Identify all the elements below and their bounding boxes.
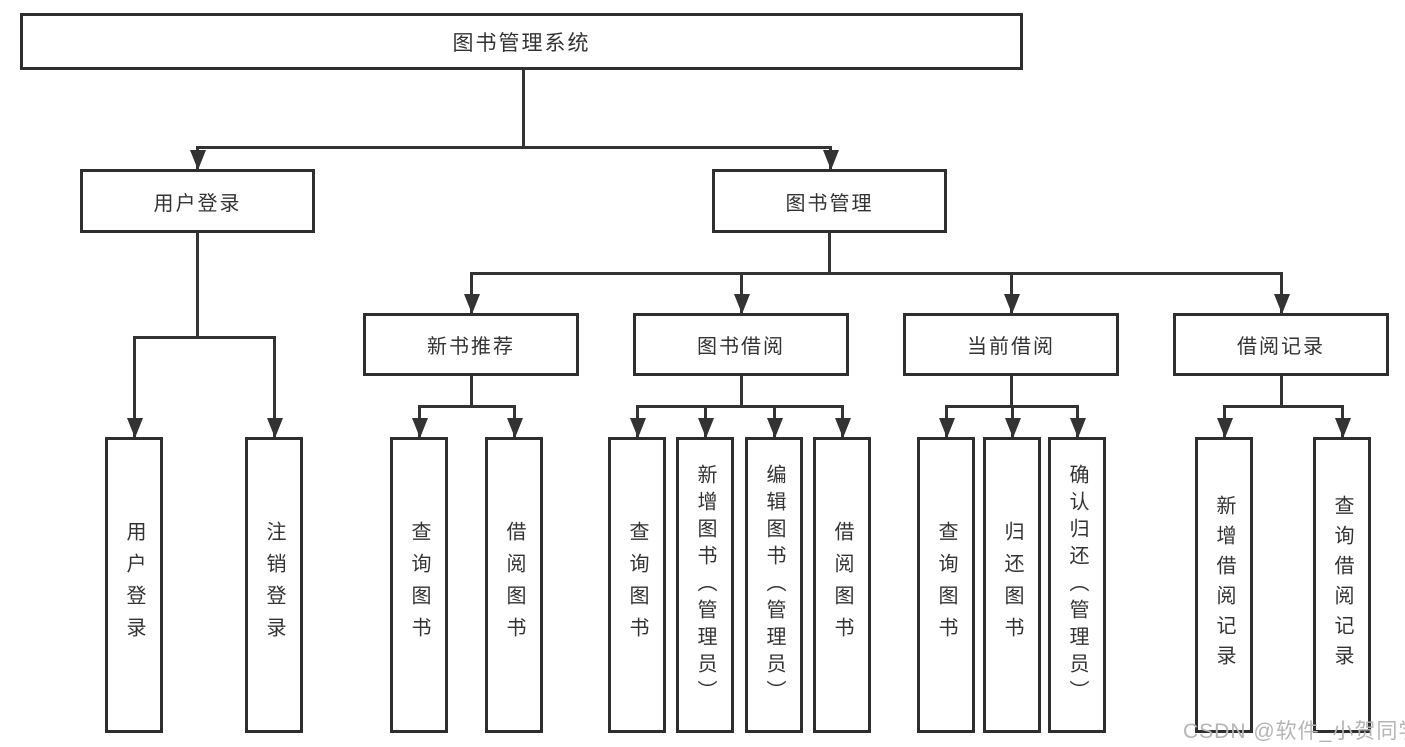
node-current-borrowing-label: 当前借阅	[967, 336, 1055, 358]
leaf-edit-book-admin-label: 编辑图书（管理员）	[763, 463, 785, 707]
arrow-down-to-query-borrow-record	[1341, 405, 1344, 437]
node-book-management-label: 图书管理	[785, 192, 874, 215]
leaf-query-borrow-record: 查询借阅记录	[1313, 437, 1371, 733]
arrow-down-to-query-book-1	[418, 405, 421, 437]
arrow-down-to-current-borrow	[1010, 272, 1013, 313]
leaf-borrow-book-under-borrowing: 借阅图书	[813, 437, 871, 733]
leaf-return-book: 归还图书	[983, 437, 1041, 733]
leaf-borrow-book-under-newbook: 借阅图书	[485, 437, 543, 733]
node-book-borrowing: 图书借阅	[633, 313, 849, 376]
arrow-down-to-new-book	[470, 272, 473, 313]
leaf-query-borrow-record-label: 查询借阅记录	[1331, 495, 1353, 675]
node-current-borrowing: 当前借阅	[903, 313, 1119, 376]
connector-current-borrowing-stem	[1010, 376, 1013, 407]
leaf-add-book-admin-label: 新增图书（管理员）	[694, 463, 716, 707]
arrow-down-to-confirm-return	[1076, 405, 1079, 437]
node-new-book-recommend-label: 新书推荐	[427, 336, 515, 358]
node-user-login-label: 用户登录	[153, 192, 242, 215]
node-new-book-recommend: 新书推荐	[363, 313, 579, 376]
arrow-down-to-book-borrow	[740, 272, 743, 313]
leaf-confirm-return-admin: 确认归还（管理员）	[1048, 437, 1106, 733]
connector-user-login-stem	[196, 233, 199, 338]
arrow-down-to-borrow-record	[1280, 272, 1283, 313]
node-user-login: 用户登录	[80, 169, 315, 233]
connector-borrow-record-stem	[1280, 376, 1283, 407]
node-book-borrowing-label: 图书借阅	[697, 336, 785, 358]
connector-borrow-record-rail	[1223, 405, 1344, 408]
csdn-watermark: CSDN @软件_小贺同学	[1183, 720, 1405, 743]
arrow-down-to-book-management	[829, 146, 832, 169]
leaf-query-book-under-borrowing-label: 查询图书	[626, 521, 648, 649]
leaf-borrow-book-under-borrowing-label: 借阅图书	[831, 521, 853, 649]
node-borrowing-records-label: 借阅记录	[1237, 336, 1325, 358]
arrow-down-to-query-book-3	[945, 405, 948, 437]
arrow-down-to-query-book-2	[636, 405, 639, 437]
leaf-return-book-label: 归还图书	[1001, 521, 1023, 649]
leaf-query-book-under-current: 查询图书	[917, 437, 975, 733]
connector-new-book-rail	[418, 405, 515, 408]
leaf-user-login: 用户登录	[105, 437, 163, 733]
leaf-add-borrow-record: 新增借阅记录	[1195, 437, 1253, 733]
connector-new-book-stem	[470, 376, 473, 407]
connector-book-management-rail	[470, 272, 1283, 275]
leaf-borrow-book-under-newbook-label: 借阅图书	[503, 521, 525, 649]
node-book-management: 图书管理	[712, 169, 947, 233]
connector-root-rail	[197, 146, 832, 149]
connector-root-stem	[522, 70, 525, 149]
leaf-query-book-under-current-label: 查询图书	[935, 521, 957, 649]
connector-book-borrowing-stem	[740, 376, 743, 407]
leaf-query-book-under-newbook: 查询图书	[390, 437, 448, 733]
node-borrowing-records: 借阅记录	[1173, 313, 1389, 376]
connector-user-login-rail	[133, 336, 276, 339]
node-library-management-system-label: 图书管理系统	[452, 31, 591, 55]
arrow-down-to-add-borrow-record	[1223, 405, 1226, 437]
arrow-down-to-user-login	[196, 146, 199, 169]
arrow-down-to-borrow-book-1	[513, 405, 516, 437]
leaf-query-book-under-borrowing: 查询图书	[608, 437, 666, 733]
arrow-down-to-add-book	[704, 405, 707, 437]
leaf-query-book-under-newbook-label: 查询图书	[408, 521, 430, 649]
arrow-down-to-edit-book	[773, 405, 776, 437]
leaf-logout-label: 注销登录	[263, 521, 285, 649]
leaf-add-book-admin: 新增图书（管理员）	[676, 437, 734, 733]
leaf-confirm-return-admin-label: 确认归还（管理员）	[1066, 463, 1088, 707]
leaf-logout: 注销登录	[245, 437, 303, 733]
arrow-down-to-logout-action	[273, 336, 276, 437]
leaf-user-login-label: 用户登录	[123, 521, 145, 649]
node-library-management-system: 图书管理系统	[20, 13, 1023, 70]
leaf-edit-book-admin: 编辑图书（管理员）	[745, 437, 803, 733]
arrow-down-to-return-book	[1011, 405, 1014, 437]
arrow-down-to-login-action	[133, 336, 136, 437]
connector-book-management-stem	[828, 233, 831, 274]
connector-book-borrowing-rail	[636, 405, 844, 408]
arrow-down-to-borrow-book-2	[841, 405, 844, 437]
leaf-add-borrow-record-label: 新增借阅记录	[1213, 495, 1235, 675]
